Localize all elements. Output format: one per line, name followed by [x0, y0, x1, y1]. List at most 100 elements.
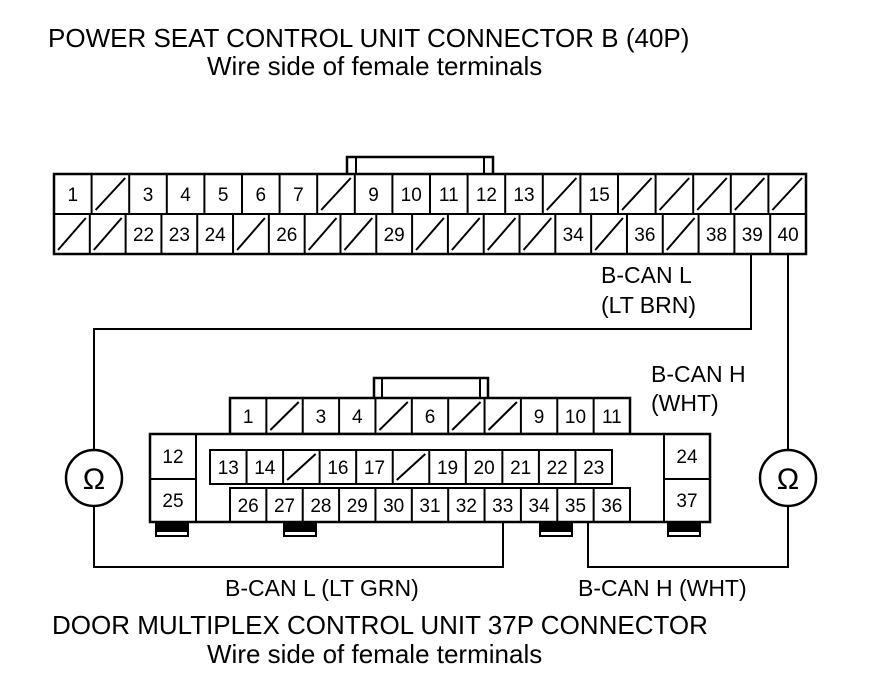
empty-terminal-slash — [343, 217, 374, 251]
connector-door-top-row: 1 3 4 6 9 10 11 — [243, 398, 622, 434]
door-pin-3: 3 — [316, 407, 327, 428]
empty-terminal-slash — [378, 401, 409, 431]
b-pin-6: 6 — [256, 185, 267, 206]
bcan-l-label: B-CAN L — [601, 262, 692, 288]
door-pin-28: 28 — [310, 496, 331, 517]
empty-terminal-slash — [486, 217, 517, 251]
bcan-l-wire — [93, 254, 752, 450]
bcan-l-lower-label: B-CAN L (LT GRN) — [225, 575, 419, 601]
door-pin-31: 31 — [419, 496, 440, 517]
b-pin-15: 15 — [589, 185, 610, 206]
door-pin-34: 34 — [529, 496, 551, 517]
door-pin-19: 19 — [437, 458, 458, 479]
b-pin-10: 10 — [401, 185, 422, 206]
door-pin-27: 27 — [274, 496, 295, 517]
b-pin-3: 3 — [143, 185, 154, 206]
empty-terminal-slash — [236, 217, 266, 251]
empty-terminal-slash — [451, 217, 481, 251]
door-pin-29: 29 — [347, 496, 368, 517]
empty-terminal-slash — [269, 401, 300, 431]
empty-terminal-slash — [546, 177, 578, 211]
bcan-l-wire-lower — [93, 506, 504, 568]
door-pin-22: 22 — [547, 458, 568, 479]
door-pin-32: 32 — [456, 496, 477, 517]
middle-row-outline — [209, 449, 613, 485]
empty-terminal-slash — [594, 217, 624, 251]
bcan-l-color-label: (LT BRN) — [601, 292, 696, 318]
ohmmeter-left: Ω — [64, 448, 124, 508]
empty-terminal-slash — [451, 401, 482, 431]
empty-terminal-slash — [666, 217, 696, 251]
door-pin-20: 20 — [474, 458, 495, 479]
b-pin-36: 36 — [634, 225, 655, 246]
ohmmeter-icon: Ω — [83, 463, 105, 496]
connector-b-subtitle: Wire side of female terminals — [207, 51, 542, 81]
door-pin-10: 10 — [565, 407, 586, 428]
connector-b-title: POWER SEAT CONTROL UNIT CONNECTOR B (40P… — [48, 23, 689, 53]
empty-terminal-slash — [307, 217, 338, 251]
b-pin-9: 9 — [368, 185, 379, 206]
empty-terminal-slash — [57, 217, 87, 251]
b-pin-4: 4 — [180, 185, 191, 206]
empty-terminal-slash — [320, 177, 352, 211]
bcan-h-color-label: (WHT) — [651, 390, 719, 416]
door-pin-35: 35 — [565, 496, 586, 517]
ohmmeter-right: Ω — [758, 448, 818, 508]
empty-terminal-slash — [658, 177, 690, 211]
empty-terminal-slash — [415, 217, 445, 251]
b-pin-7: 7 — [293, 185, 304, 206]
empty-terminal-slash — [522, 217, 553, 251]
empty-terminal-slash — [94, 177, 126, 211]
door-pin-33: 33 — [492, 496, 513, 517]
b-pin-22: 22 — [133, 225, 154, 246]
door-pin-16: 16 — [327, 458, 348, 479]
b-pin-24: 24 — [205, 225, 227, 246]
b-pin-5: 5 — [218, 185, 229, 206]
door-pin-36: 36 — [601, 496, 622, 517]
b-pin-11: 11 — [439, 185, 459, 206]
door-pin-30: 30 — [383, 496, 404, 517]
door-pin-17: 17 — [364, 458, 385, 479]
door-pin-14: 14 — [254, 458, 276, 479]
door-pin-26: 26 — [238, 496, 259, 517]
empty-terminal-slash — [696, 177, 728, 211]
bottom-row-outline — [229, 487, 631, 523]
door-pin-24: 24 — [676, 447, 698, 468]
door-pin-9: 9 — [534, 407, 545, 428]
ohmmeter-icon: Ω — [777, 463, 799, 496]
b-pin-26: 26 — [276, 225, 297, 246]
door-pin-1: 1 — [243, 407, 254, 428]
b-pin-13: 13 — [513, 185, 534, 206]
bcan-h-label: B-CAN H — [651, 361, 746, 387]
empty-terminal-slash — [396, 453, 426, 481]
b-pin-12: 12 — [476, 185, 497, 206]
door-pin-21: 21 — [510, 458, 531, 479]
empty-terminal-slash — [621, 177, 653, 211]
door-pin-25: 25 — [162, 491, 183, 512]
empty-terminal-slash — [93, 217, 123, 251]
door-pin-4: 4 — [352, 407, 363, 428]
b-pin-39: 39 — [742, 225, 763, 246]
b-pin-1: 1 — [68, 185, 79, 206]
empty-terminal-slash — [286, 453, 317, 481]
door-pin-23: 23 — [583, 458, 604, 479]
connector-door-bottom-row: 26 27 28 29 30 31 32 33 34 35 36 — [229, 487, 631, 523]
connector-door-subtitle: Wire side of female terminals — [207, 639, 542, 669]
b-pin-29: 29 — [384, 225, 405, 246]
door-pin-12: 12 — [162, 447, 183, 468]
empty-terminal-slash — [487, 401, 518, 431]
b-pin-40: 40 — [778, 225, 799, 246]
door-pin-37: 37 — [676, 491, 697, 512]
bcan-h-wire-lower — [587, 506, 789, 568]
b-pin-38: 38 — [706, 225, 727, 246]
bcan-h-lower-label: B-CAN H (WHT) — [578, 575, 747, 601]
empty-terminal-slash — [734, 177, 766, 211]
door-pin-11: 11 — [602, 407, 622, 428]
door-pin-6: 6 — [425, 407, 436, 428]
